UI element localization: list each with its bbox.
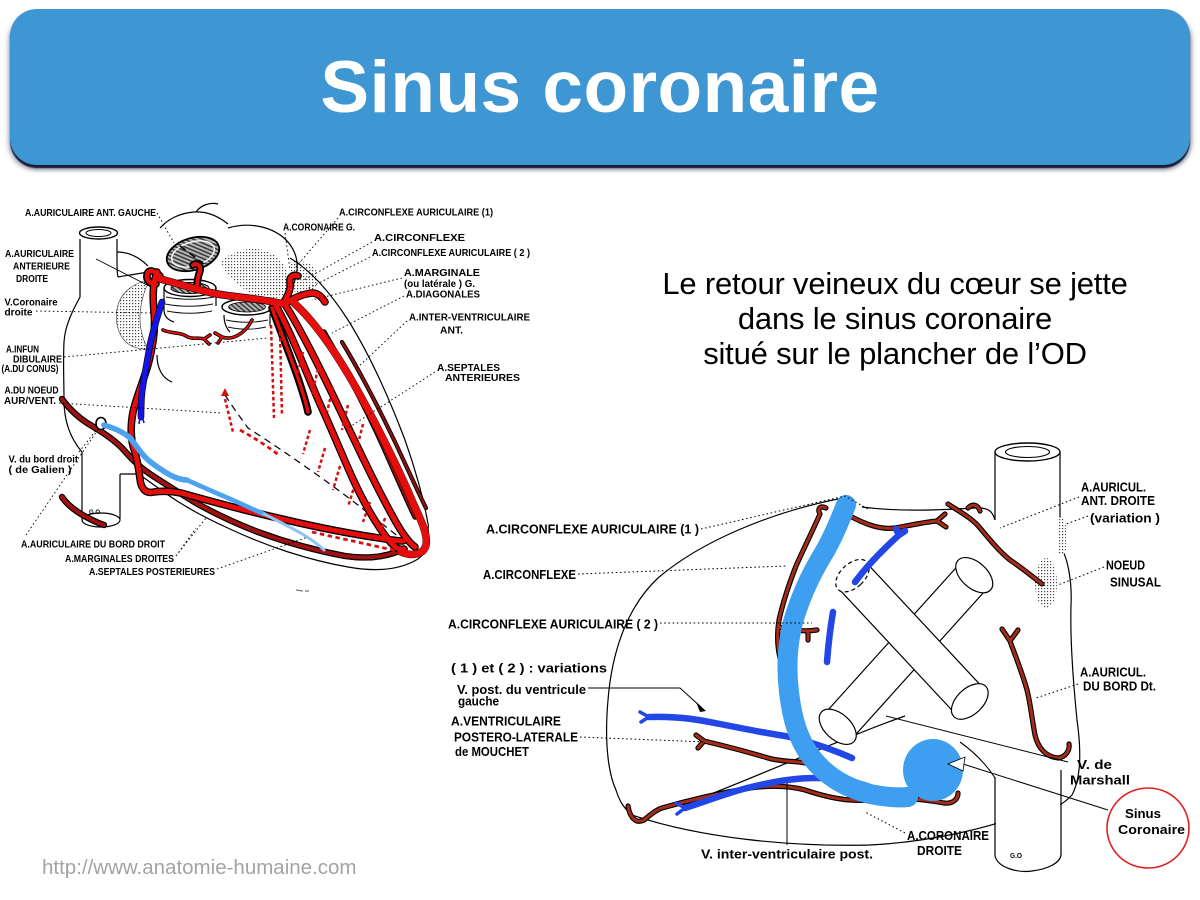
svg-text:ANT.: ANT. [440,326,463,337]
svg-text:V. de: V. de [1077,758,1112,772]
svg-text:V. du bord droit: V. du bord droit [9,455,79,466]
svg-text:A.CORONAIRE G.: A.CORONAIRE G. [283,223,355,234]
svg-text:(A.DU CONUS): (A.DU CONUS) [2,364,59,375]
svg-text:G.O: G.O [89,509,100,516]
svg-text:ANT. DROITE: ANT. DROITE [1081,494,1155,508]
svg-text:A.SEPTALES: A.SEPTALES [437,363,500,374]
svg-text:A.INFUN: A.INFUN [6,345,39,356]
svg-text:Marshall: Marshall [1070,774,1130,788]
svg-text:SINUSAL: SINUSAL [1110,576,1161,590]
svg-text:ANTERIEURES: ANTERIEURES [445,373,520,384]
svg-text:A.AURICULAIRE DU BORD DROIT: A.AURICULAIRE DU BORD DROIT [21,540,165,551]
svg-text:DU BORD Dt.: DU BORD Dt. [1083,680,1156,694]
svg-text:A.CIRCONFLEXE AURICULAIRE (1 ): A.CIRCONFLEXE AURICULAIRE (1 ) [486,523,699,537]
svg-text:A.CIRCONFLEXE AURICULAIRE (1): A.CIRCONFLEXE AURICULAIRE (1) [339,208,493,219]
svg-text:G.O: G.O [1010,851,1022,860]
svg-text:gauche: gauche [458,695,499,709]
svg-text:A.AURICUL.: A.AURICUL. [1081,481,1146,495]
svg-text:A.INTER-VENTRICULAIRE: A.INTER-VENTRICULAIRE [409,313,530,324]
svg-text:(ou latérale ) G.: (ou latérale ) G. [404,279,475,290]
svg-text:A.MARGINALES DROITES: A.MARGINALES DROITES [65,554,174,565]
svg-text:droite: droite [5,308,33,319]
svg-text:Coronaire: Coronaire [1118,823,1185,837]
svg-text:A.CORONAIRE: A.CORONAIRE [907,829,989,843]
svg-text:( 1 ) et ( 2 ) : variations: ( 1 ) et ( 2 ) : variations [451,662,607,676]
svg-text:A.CIRCONFLEXE AURICULAIRE ( 2: A.CIRCONFLEXE AURICULAIRE ( 2 ) [448,618,658,632]
svg-text:POSTERO-LATERALE: POSTERO-LATERALE [454,731,578,745]
svg-text:DROITE: DROITE [917,844,962,858]
svg-text:NOEUD: NOEUD [1106,559,1145,573]
svg-text:V. inter-ventriculaire post.: V. inter-ventriculaire post. [701,848,873,862]
svg-text:A.DU NOEUD: A.DU NOEUD [5,386,59,397]
svg-text:A.SEPTALES POSTERIEURES: A.SEPTALES POSTERIEURES [89,567,215,578]
svg-text:AUR/VENT.: AUR/VENT. [4,396,56,407]
svg-text:DROITE: DROITE [16,274,48,285]
svg-text:A.AURICULAIRE ANT. GAUCHE: A.AURICULAIRE ANT. GAUCHE [25,208,156,219]
svg-text:A.MARGINALE: A.MARGINALE [404,268,480,279]
svg-text:Sinus: Sinus [1125,807,1161,821]
svg-text:A.AURICULAIRE: A.AURICULAIRE [5,249,74,260]
svg-text:V.Coronaire: V.Coronaire [5,298,58,309]
svg-text:( de Galien ): ( de Galien ) [9,465,72,476]
svg-text:DIBULAIRE: DIBULAIRE [13,355,62,366]
svg-text:V. post. du ventricule: V. post. du ventricule [457,683,586,697]
svg-text:A.CIRCONFLEXE: A.CIRCONFLEXE [483,568,576,582]
svg-text:ANTERIEURE: ANTERIEURE [13,262,70,273]
svg-text:A.AURICUL.: A.AURICUL. [1080,666,1146,680]
svg-text:A.CIRCONFLEXE AURICULAIRE ( 2: A.CIRCONFLEXE AURICULAIRE ( 2 ) [372,248,530,259]
svg-text:A.DIAGONALES: A.DIAGONALES [406,290,480,301]
svg-text:(variation ): (variation ) [1090,512,1160,526]
svg-text:A.CIRCONFLEXE: A.CIRCONFLEXE [374,233,465,244]
svg-text:A.VENTRICULAIRE: A.VENTRICULAIRE [451,715,561,729]
svg-text:de MOUCHET: de MOUCHET [455,745,529,759]
